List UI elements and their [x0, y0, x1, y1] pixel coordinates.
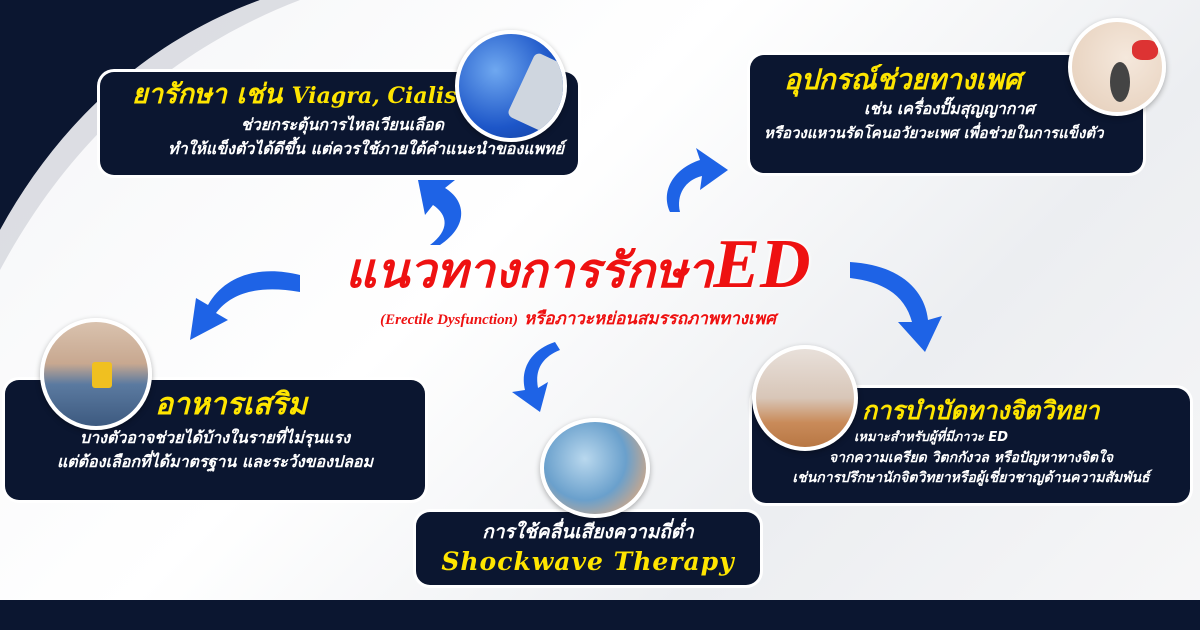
drugs-heading: ยารักษา เช่น	[132, 79, 283, 110]
psychotherapy-line: จากความเครียด วิตกกังวล หรือปัญหาทางจิตใ…	[828, 450, 1114, 466]
arrow-to-drugs-icon	[418, 180, 462, 245]
supplements-line: บางตัวอาจช่วยได้บ้างในรายที่ไม่รุนแรง	[80, 428, 350, 447]
bottom-bar	[0, 600, 1200, 630]
psychotherapy-heading: การบำบัดทางจิตวิทยา	[862, 396, 1100, 425]
subtitle-th: หรือภาวะหย่อนสมรรถภาพทางเพศ	[523, 309, 776, 329]
arrow-to-shockwave-icon	[512, 342, 560, 412]
drugs-line: ช่วยกระตุ้นการไหลเวียนเลือด	[240, 115, 444, 134]
arrow-to-devices-icon	[666, 148, 728, 212]
main-title: แนวทางการรักษาED (Erectile Dysfunction) …	[308, 228, 848, 331]
drugs-line: ทำให้แข็งตัวได้ดีขึ้น แต่ควรใช้ภายใต้คำแ…	[168, 139, 564, 158]
devices-card: อุปกรณ์ช่วยทางเพศ เช่น เครื่องปั๊มสุญญาก…	[750, 55, 1143, 173]
supplements-heading: อาหารเสริม	[155, 387, 308, 422]
psychotherapy-line: เช่นการปรึกษานักจิตวิทยาหรือผู้เชี่ยวชาญ…	[792, 470, 1150, 486]
psychotherapy-image	[752, 345, 858, 451]
devices-line: หรือวงแหวนรัดโคนอวัยวะเพศ เพื่อช่วยในการ…	[764, 124, 1104, 142]
arrow-to-supplements-icon	[190, 271, 300, 340]
title-ed: ED	[713, 226, 811, 303]
devices-image	[1068, 18, 1166, 116]
subtitle-en: (Erectile Dysfunction)	[380, 312, 519, 328]
supplements-image	[40, 318, 152, 430]
shockwave-heading: Shockwave Therapy	[441, 547, 735, 576]
supplements-line: แต่ต้องเลือกที่ได้มาตรฐาน และระวังของปลอ…	[56, 452, 374, 471]
devices-line: เช่น เครื่องปั๊มสุญญากาศ	[864, 99, 1035, 118]
pills-image	[455, 30, 567, 142]
arrow-to-psychotherapy-icon	[850, 262, 942, 352]
shockwave-card: การใช้คลื่นเสียงความถี่ต่ำ Shockwave The…	[416, 512, 760, 585]
devices-heading: อุปกรณ์ช่วยทางเพศ	[784, 63, 1022, 96]
shockwave-line: การใช้คลื่นเสียงความถี่ต่ำ	[482, 521, 694, 543]
drugs-heading-en: Viagra, Cialis	[291, 83, 457, 109]
shockwave-image	[540, 418, 650, 518]
title-thai: แนวทางการรักษา	[345, 243, 714, 299]
psychotherapy-line: เหมาะสำหรับผู้ที่มีภาวะ ED	[853, 430, 1008, 445]
